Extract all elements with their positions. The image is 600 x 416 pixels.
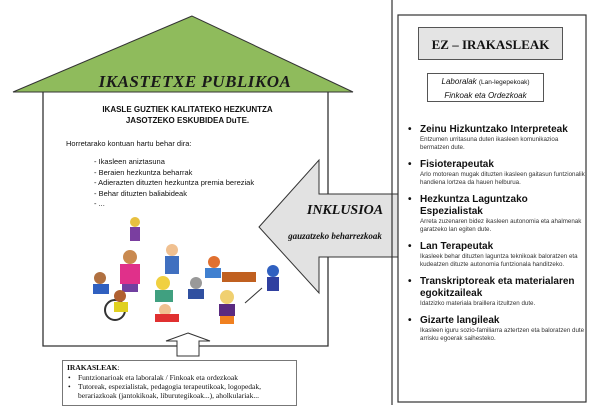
headline-line-2: JASOTZEKO ESKUBIDEA DuTE. [125,116,250,125]
employment-types-box: Laboralak (Lan-legepekoak) Finkoak eta O… [427,73,544,102]
children-illustration [93,217,279,324]
headline-line-1: IKASLE GUZTIEK KALITATEKO HEZKUNTZA [102,105,273,114]
role-title: Hezkuntza Laguntzako Espezialistak [420,194,528,217]
role-item: • Transkriptoreak eta materialaren egokit… [405,276,585,308]
considerations-intro: Horretarako kontuan hartu behar dira: [66,139,192,148]
role-description: Arlo motorean mugak dituzten ikasleen ga… [420,171,585,186]
bullet-icon: • [408,315,412,326]
list-item: - Behar dituzten baliabideak [94,188,187,198]
role-description: Arreta zuzenaren bidez ikasleen autonomi… [420,218,582,233]
inclusion-title: INKLUSIOA [306,203,384,218]
teachers-title-colon: : [117,363,120,372]
rights-headline: IKASLE GUZTIEK KALITATEKO HEZKUNTZA JASO… [60,104,315,126]
non-teachers-panel [397,14,587,403]
non-teachers-title: EZ – IRAKASLEAK [418,27,563,60]
role-title: Fisioterapeutak [420,159,494,170]
inclusion-arrow [258,158,401,295]
inclusion-subtitle: gauzatzeko beharrezkoak [288,231,382,241]
role-title: Lan Terapeutak [420,241,494,252]
teachers-list: Funtzionarioak eta laboralak / Finkoak e… [67,373,292,400]
teachers-box: IRAKASLEAK: Funtzionarioak eta laboralak… [62,360,297,406]
role-description: Idatzizko materiala braillera itzultzen … [420,300,536,307]
list-item: Tutoreak, espezialistak, pedagogia terap… [67,382,292,400]
bullet-icon: • [408,124,412,135]
up-arrow [165,332,211,357]
teachers-title: IRAKASLEAK [67,363,118,372]
role-description: Ikasleen iguru sozio-familiarra aztertze… [420,327,585,342]
bullet-icon: • [408,241,412,252]
list-item: - Beraien hezkuntza beharrak [94,167,193,177]
role-description: Entzumen urritasuna duten ikasleen komun… [420,136,559,151]
role-title: Zeinu Hizkuntzako Interpreteak [420,124,568,135]
list-item: - ... [94,199,105,208]
role-title: Transkriptoreak eta materialaren egokitz… [420,276,575,299]
bullet-icon: • [408,159,412,170]
school-title: IKASTETXE PUBLIKOA [98,72,292,91]
permanent-substitute-label: Finkoak eta Ordezkoak [444,91,527,100]
role-description: Ikasleek behar dituzten laguntza tekniko… [420,253,578,268]
labor-note: (Lan-legepekoak) [478,79,530,86]
labor-label: Laboralak [441,77,477,86]
house-roof [12,15,354,93]
list-item: Funtzionarioak eta laboralak / Finkoak e… [67,373,292,382]
list-item: - Adierazten dituzten hezkuntza premia b… [94,178,255,187]
role-title: Gizarte langileak [420,315,500,326]
list-item: - Ikasleen aniztasuna [94,157,165,166]
bullet-icon: • [408,194,412,205]
considerations-list: - Ikasleen aniztasuna - Beraien hezkuntz… [94,157,254,210]
bullet-icon: • [408,276,412,287]
